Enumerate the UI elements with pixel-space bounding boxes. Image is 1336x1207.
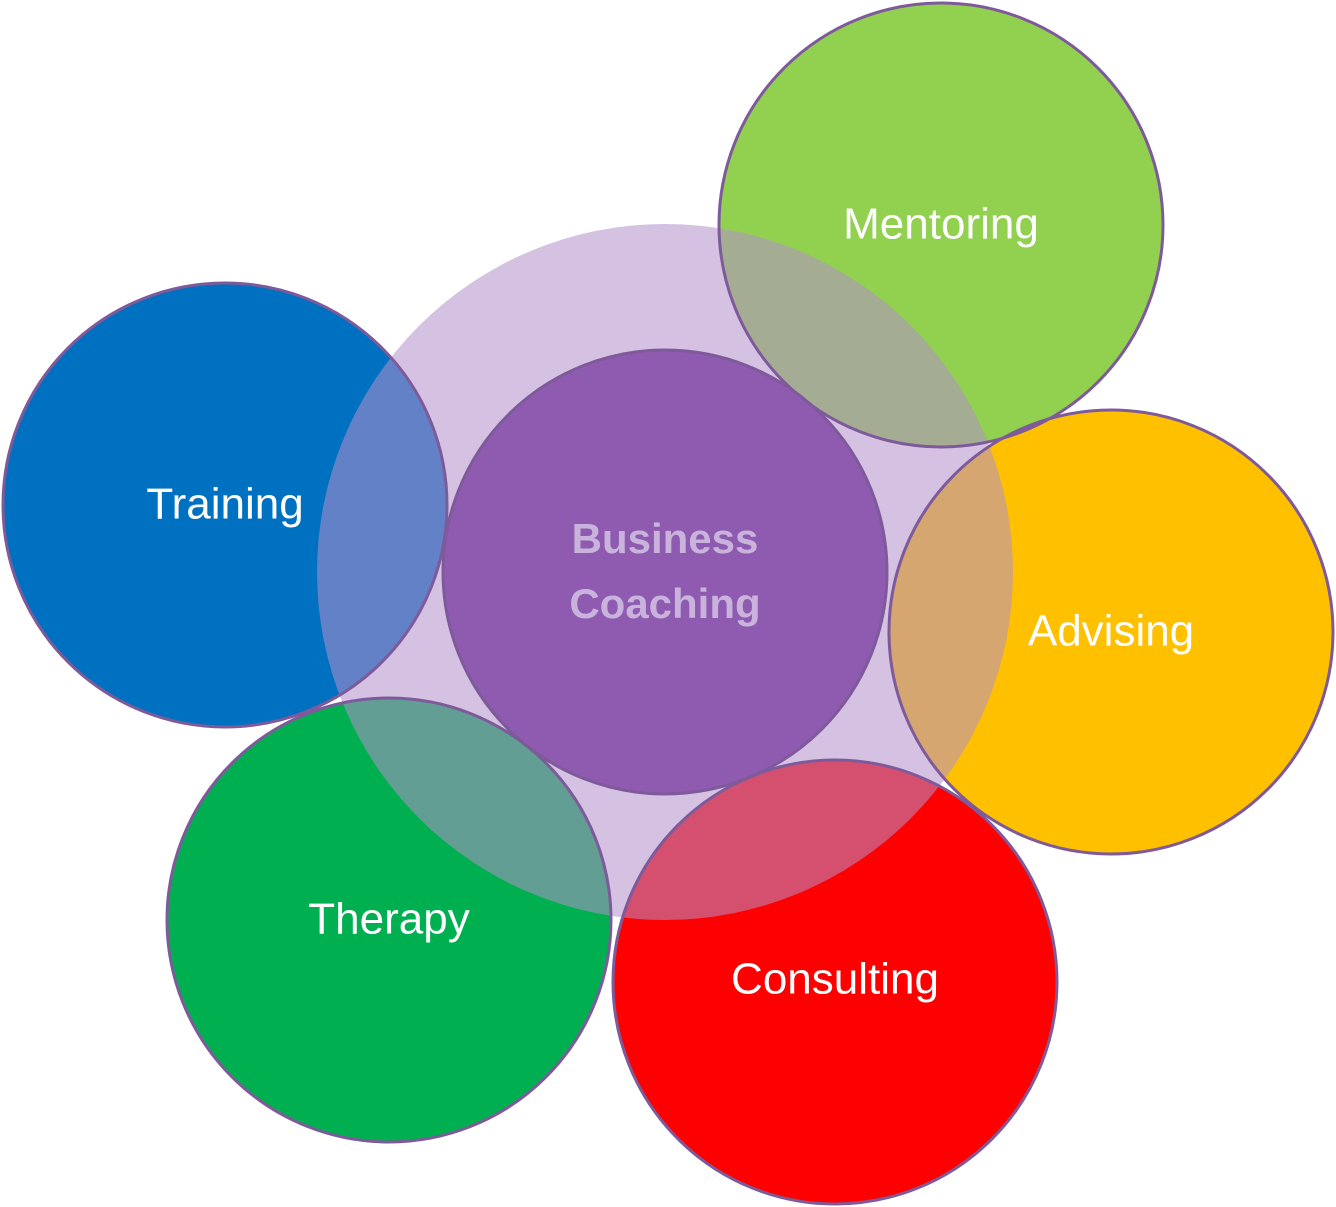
consulting-outline: [611, 758, 1059, 1206]
training-outline: [1, 281, 449, 729]
advising-outline: [887, 408, 1335, 856]
mentoring-label: Mentoring: [843, 200, 1039, 249]
therapy-label: Therapy: [308, 895, 469, 944]
center-core-circle: [441, 348, 889, 796]
mentoring-outline: [717, 1, 1165, 449]
therapy-outline: [165, 696, 613, 1144]
center-label-line2: Coaching: [569, 580, 760, 627]
center-label-line1: Business: [572, 515, 759, 562]
training-label: Training: [146, 480, 303, 529]
advising-label: Advising: [1028, 607, 1194, 656]
consulting-label: Consulting: [731, 955, 939, 1004]
